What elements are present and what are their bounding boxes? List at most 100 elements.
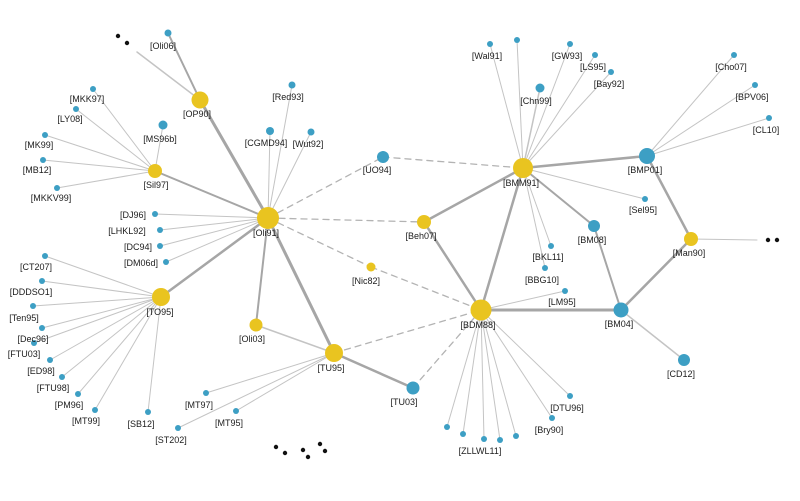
- ellipsis-dot-3: [282, 450, 288, 456]
- graph-edge-BMP01-BPV06: [646, 84, 756, 157]
- graph-node-TO95[interactable]: [152, 288, 170, 306]
- graph-edge-Nic82-BDM88: [370, 266, 482, 311]
- graph-node-ZLLWL11[interactable]: [481, 436, 487, 442]
- graph-node-DDDSO1[interactable]: [39, 278, 45, 284]
- graph-node-Nic82[interactable]: [366, 262, 376, 272]
- graph-node-ED98[interactable]: [47, 357, 53, 363]
- graph-node-bdot2[interactable]: [460, 431, 466, 437]
- graph-node-ST202[interactable]: [175, 425, 181, 431]
- graph-node-Sil97[interactable]: [148, 164, 162, 178]
- graph-node-BKL11[interactable]: [548, 243, 554, 249]
- graph-node-BM04[interactable]: [613, 302, 629, 318]
- graph-node-Oli91[interactable]: [257, 207, 279, 229]
- ellipsis-dot-1: [124, 40, 130, 46]
- graph-node-label-MS96b: [MS96b]: [143, 134, 177, 144]
- graph-node-bdot4[interactable]: [513, 433, 519, 439]
- graph-node-label-BKL11: [BKL11]: [532, 252, 563, 262]
- graph-node-MKK97[interactable]: [90, 86, 96, 92]
- graph-node-MKKV99[interactable]: [54, 185, 60, 191]
- graph-node-BMP01[interactable]: [639, 148, 655, 164]
- graph-node-OP90[interactable]: [191, 91, 209, 109]
- graph-node-Dec96[interactable]: [39, 325, 45, 331]
- graph-edge-BDM88-Bry90: [480, 309, 553, 419]
- graph-edge-BMM91-Wal91: [489, 43, 524, 169]
- graph-node-CL10[interactable]: [766, 115, 772, 121]
- graph-node-LS95[interactable]: [592, 52, 598, 58]
- graph-node-BM08[interactable]: [588, 220, 600, 232]
- graph-node-TU95[interactable]: [325, 344, 343, 362]
- graph-node-SB12[interactable]: [145, 409, 151, 415]
- graph-edge-TO95-ED98: [49, 296, 162, 361]
- graph-node-Bry90[interactable]: [549, 415, 555, 421]
- graph-node-DC94[interactable]: [157, 243, 163, 249]
- graph-edge-BDM88-bdot4: [480, 309, 517, 437]
- graph-edge-TO95-Dec96: [41, 296, 162, 329]
- graph-node-label-GW93: [GW93]: [552, 51, 583, 61]
- graph-node-Sel95[interactable]: [642, 196, 648, 202]
- graph-node-label-MT99: [MT99]: [72, 416, 100, 426]
- graph-node-Beh07[interactable]: [417, 215, 431, 229]
- graph-node-label-CGMD94: [CGMD94]: [245, 138, 288, 148]
- graph-node-CD12[interactable]: [678, 354, 690, 366]
- graph-edge-BMM91-Chn99: [522, 87, 541, 169]
- graph-edge-BDM88-bdot3: [480, 309, 501, 441]
- graph-node-LM95[interactable]: [562, 288, 568, 294]
- graph-edge-BDM88-LM95: [480, 290, 566, 311]
- graph-node-label-Wut92: [Wut92]: [293, 139, 324, 149]
- graph-node-topdot1[interactable]: [514, 37, 520, 43]
- graph-node-TU03[interactable]: [406, 381, 420, 395]
- graph-edge-BMM91-topdot1: [516, 39, 524, 169]
- graph-node-label-FTU03: [FTU03]: [8, 349, 41, 359]
- graph-edge-BMM91-LS95: [522, 54, 596, 169]
- graph-node-BDM88[interactable]: [470, 299, 492, 321]
- graph-node-UO94[interactable]: [377, 151, 389, 163]
- graph-node-DM06d[interactable]: [163, 259, 169, 265]
- graph-node-MK99[interactable]: [42, 132, 48, 138]
- graph-node-label-FTU98: [FTU98]: [37, 383, 70, 393]
- graph-edge-TU95-BDM88: [333, 309, 482, 354]
- graph-edge-OP90-Oli91: [198, 98, 270, 220]
- graph-node-bdot1[interactable]: [444, 424, 450, 430]
- graph-node-LY08[interactable]: [73, 106, 79, 112]
- graph-node-Red93[interactable]: [288, 81, 296, 89]
- graph-node-MT95[interactable]: [233, 408, 239, 414]
- graph-node-label-MK99: [MK99]: [25, 140, 54, 150]
- graph-node-label-PM96: [PM96]: [55, 400, 84, 410]
- graph-edge-Oli91-Wut92: [267, 131, 312, 219]
- graph-node-MT99[interactable]: [92, 407, 98, 413]
- graph-node-Wal91[interactable]: [487, 41, 493, 47]
- graph-edge-TO95-FTU03: [33, 296, 162, 344]
- graph-node-PM96[interactable]: [75, 391, 81, 397]
- ellipsis-dot-6: [317, 441, 323, 447]
- graph-node-Oli03[interactable]: [249, 318, 263, 332]
- graph-node-Cho07[interactable]: [731, 52, 737, 58]
- graph-node-Man90[interactable]: [684, 232, 698, 246]
- graph-node-label-BM08: [BM08]: [578, 235, 607, 245]
- graph-node-MS96b[interactable]: [158, 120, 168, 130]
- graph-node-Wut92[interactable]: [307, 128, 315, 136]
- graph-node-DJ96[interactable]: [152, 211, 158, 217]
- graph-node-BBG10[interactable]: [542, 265, 548, 271]
- graph-node-label-Beh07: [Beh07]: [405, 231, 436, 241]
- graph-edge-TO95-PM96: [77, 296, 162, 395]
- graph-node-Chn99[interactable]: [535, 83, 545, 93]
- graph-node-CGMD94[interactable]: [266, 127, 274, 135]
- graph-edge-BMM91-BBG10: [522, 167, 546, 269]
- graph-node-FTU03[interactable]: [31, 340, 37, 346]
- graph-node-DTU96[interactable]: [567, 393, 573, 399]
- graph-node-Ten95[interactable]: [30, 303, 36, 309]
- graph-edge-Oli91-Red93: [267, 84, 293, 219]
- graph-node-label-Man90: [Man90]: [673, 248, 706, 258]
- graph-node-BMM91[interactable]: [513, 158, 533, 178]
- graph-node-MT97[interactable]: [203, 390, 209, 396]
- graph-node-FTU98[interactable]: [59, 374, 65, 380]
- graph-node-Bay92[interactable]: [608, 69, 614, 75]
- graph-node-LHKL92[interactable]: [157, 227, 163, 233]
- graph-node-MB12[interactable]: [40, 157, 46, 163]
- graph-node-GW93[interactable]: [567, 41, 573, 47]
- graph-node-bdot3[interactable]: [497, 437, 503, 443]
- graph-node-CT207[interactable]: [42, 253, 48, 259]
- graph-node-BPV06[interactable]: [752, 82, 758, 88]
- graph-node-Oli06[interactable]: [164, 29, 172, 37]
